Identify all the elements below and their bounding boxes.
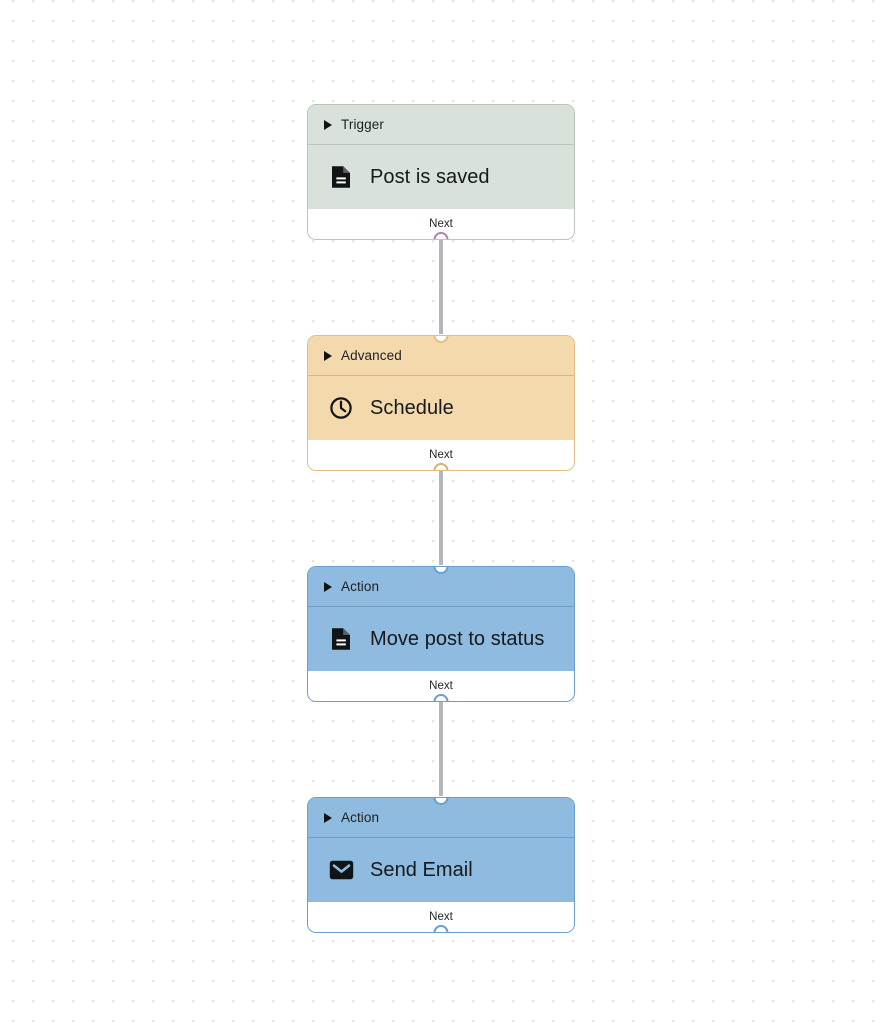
next-output-label: Next [429,911,453,923]
chevron-right-icon[interactable] [324,119,332,130]
chevron-right-icon[interactable] [324,581,332,592]
document-icon-glyph [332,166,350,188]
node-header[interactable]: Action [308,798,574,838]
node-title-label: Post is saved [370,165,490,188]
node-output-port-next[interactable] [433,232,449,239]
document-icon [328,164,354,190]
document-icon-glyph [332,628,350,650]
chevron-right-icon[interactable] [324,812,332,823]
node-body[interactable]: Move post to status [308,607,574,671]
node-category-label: Action [341,579,380,594]
chevron-right-icon[interactable] [324,350,332,361]
envelope-icon [328,857,354,883]
node-body[interactable]: Post is saved [308,145,574,209]
node-output-port-next[interactable] [433,925,449,932]
next-output-label: Next [429,680,453,692]
node-output-port-next[interactable] [433,694,449,701]
next-output-label: Next [429,218,453,230]
node-title-label: Schedule [370,396,454,419]
clock-icon [328,395,354,421]
clock-icon-glyph [330,397,352,419]
node-header[interactable]: Trigger [308,105,574,145]
node-title-label: Move post to status [370,627,545,650]
node-output-port-next[interactable] [433,463,449,470]
node-category-label: Trigger [341,117,384,132]
node-body[interactable]: Schedule [308,376,574,440]
node-category-label: Action [341,810,380,825]
node-title-label: Send Email [370,858,473,881]
next-output-label: Next [429,449,453,461]
envelope-icon-glyph [329,860,353,880]
node-category-label: Advanced [341,348,402,363]
node-body[interactable]: Send Email [308,838,574,902]
document-icon [328,626,354,652]
